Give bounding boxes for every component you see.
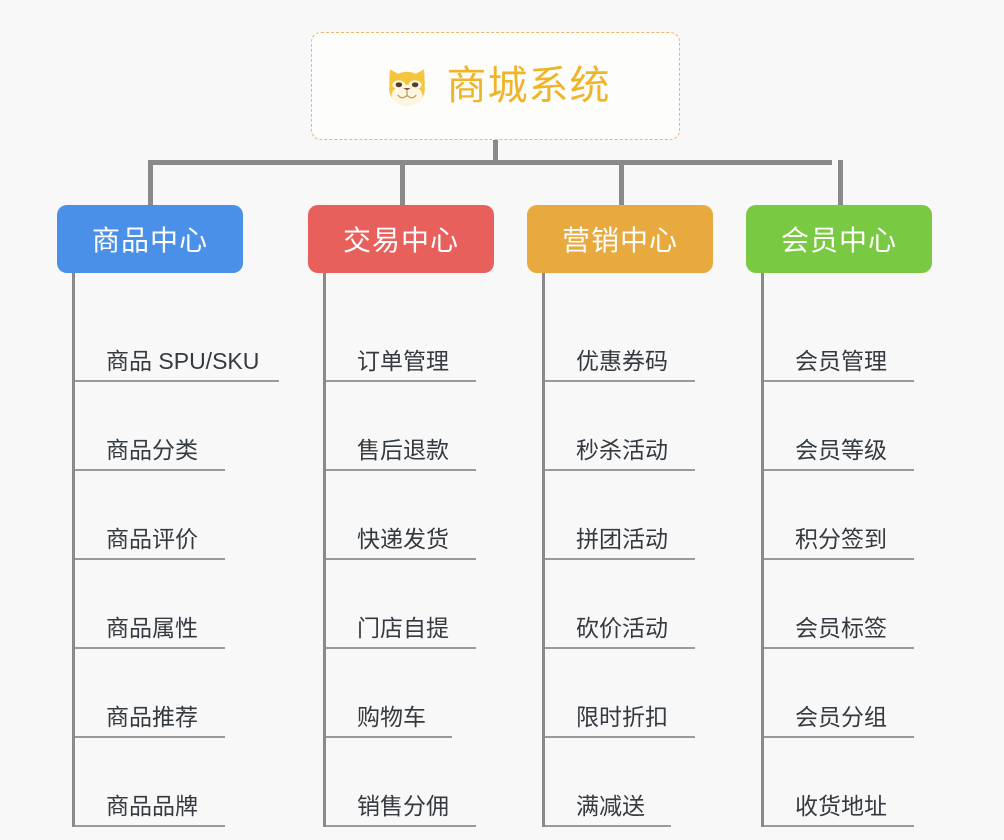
leaf-item[interactable]: 会员等级 — [764, 382, 914, 471]
leaf-item[interactable]: 销售分佣 — [326, 738, 476, 827]
connector-stem — [493, 140, 498, 162]
leaf-item[interactable]: 商品品牌 — [75, 738, 225, 827]
leaf-item-label: 商品属性 — [106, 614, 198, 641]
leaf-list-4: 会员管理会员等级积分签到会员标签会员分组收货地址 — [761, 273, 932, 827]
leaf-list-1: 商品 SPU/SKU 商品分类商品评价商品属性商品推荐商品品牌 — [72, 273, 279, 827]
leaf-item-label: 销售分佣 — [357, 792, 449, 819]
leaf-item[interactable]: 秒杀活动 — [545, 382, 695, 471]
leaf-item[interactable]: 会员管理 — [764, 273, 914, 382]
leaf-item-label: 订单管理 — [357, 347, 449, 374]
leaf-item[interactable]: 优惠券码 — [545, 273, 695, 382]
category-column-4: 会员中心会员管理会员等级积分签到会员标签会员分组收货地址 — [746, 205, 932, 827]
leaf-item-label: 售后退款 — [357, 436, 449, 463]
leaf-item[interactable]: 砍价活动 — [545, 560, 695, 649]
leaf-item-label: 门店自提 — [357, 614, 449, 641]
leaf-item-label: 拼团活动 — [576, 525, 668, 552]
leaf-item-label: 限时折扣 — [576, 703, 668, 730]
leaf-item[interactable]: 商品属性 — [75, 560, 225, 649]
leaf-item-label: 会员管理 — [795, 347, 887, 374]
category-header-4[interactable]: 会员中心 — [746, 205, 932, 273]
leaf-item-label: 商品品牌 — [106, 792, 198, 819]
category-header-label: 营销中心 — [561, 225, 678, 256]
leaf-item-label: 优惠券码 — [576, 347, 668, 374]
leaf-list-3: 优惠券码秒杀活动拼团活动砍价活动限时折扣满减送 — [542, 273, 713, 827]
leaf-item[interactable]: 拼团活动 — [545, 471, 695, 560]
connector-drop-3 — [619, 160, 624, 205]
connector-drop-1 — [148, 160, 153, 205]
leaf-item-label: 积分签到 — [795, 525, 887, 552]
leaf-item[interactable]: 购物车 — [326, 649, 452, 738]
category-header-2[interactable]: 交易中心 — [308, 205, 494, 273]
category-column-1: 商品中心商品 SPU/SKU 商品分类商品评价商品属性商品推荐商品品牌 — [57, 205, 279, 827]
leaf-item[interactable]: 门店自提 — [326, 560, 476, 649]
leaf-item-label: 购物车 — [357, 703, 426, 730]
leaf-item-label: 商品 SPU/SKU — [106, 347, 260, 374]
leaf-item[interactable]: 订单管理 — [326, 273, 476, 382]
leaf-item-label: 商品推荐 — [106, 703, 198, 730]
connector-drop-2 — [400, 160, 405, 205]
leaf-item[interactable]: 满减送 — [545, 738, 671, 827]
leaf-item-label: 满减送 — [576, 792, 645, 819]
leaf-item-label: 秒杀活动 — [576, 436, 668, 463]
leaf-item[interactable]: 售后退款 — [326, 382, 476, 471]
connector-bus — [148, 160, 832, 165]
connector-drop-4 — [838, 160, 843, 205]
category-header-3[interactable]: 营销中心 — [527, 205, 713, 273]
leaf-item-label: 会员等级 — [795, 436, 887, 463]
leaf-list-2: 订单管理售后退款快递发货门店自提购物车销售分佣 — [323, 273, 494, 827]
leaf-item[interactable]: 限时折扣 — [545, 649, 695, 738]
leaf-item[interactable]: 商品评价 — [75, 471, 225, 560]
leaf-item[interactable]: 会员分组 — [764, 649, 914, 738]
category-header-label: 商品中心 — [91, 225, 208, 256]
root-node[interactable]: 商城系统 — [311, 32, 680, 140]
leaf-item-label: 商品分类 — [106, 436, 198, 463]
category-header-label: 会员中心 — [780, 225, 897, 256]
leaf-item-label: 会员标签 — [795, 614, 887, 641]
leaf-item-label: 会员分组 — [795, 703, 887, 730]
category-header-label: 交易中心 — [342, 225, 459, 256]
category-column-2: 交易中心订单管理售后退款快递发货门店自提购物车销售分佣 — [308, 205, 494, 827]
leaf-item-label: 砍价活动 — [576, 614, 668, 641]
leaf-item[interactable]: 会员标签 — [764, 560, 914, 649]
leaf-item[interactable]: 商品推荐 — [75, 649, 225, 738]
leaf-item[interactable]: 商品分类 — [75, 382, 225, 471]
leaf-item-label: 快递发货 — [357, 525, 449, 552]
category-header-1[interactable]: 商品中心 — [57, 205, 243, 273]
root-title: 商城系统 — [446, 64, 611, 108]
leaf-item-label: 商品评价 — [106, 525, 198, 552]
shiba-dog-face-icon — [381, 62, 433, 114]
leaf-item[interactable]: 快递发货 — [326, 471, 476, 560]
leaf-item[interactable]: 积分签到 — [764, 471, 914, 560]
leaf-item[interactable]: 商品 SPU/SKU — [75, 273, 279, 382]
leaf-item-label: 收货地址 — [795, 792, 887, 819]
category-column-3: 营销中心优惠券码秒杀活动拼团活动砍价活动限时折扣满减送 — [527, 205, 713, 827]
leaf-item[interactable]: 收货地址 — [764, 738, 914, 827]
